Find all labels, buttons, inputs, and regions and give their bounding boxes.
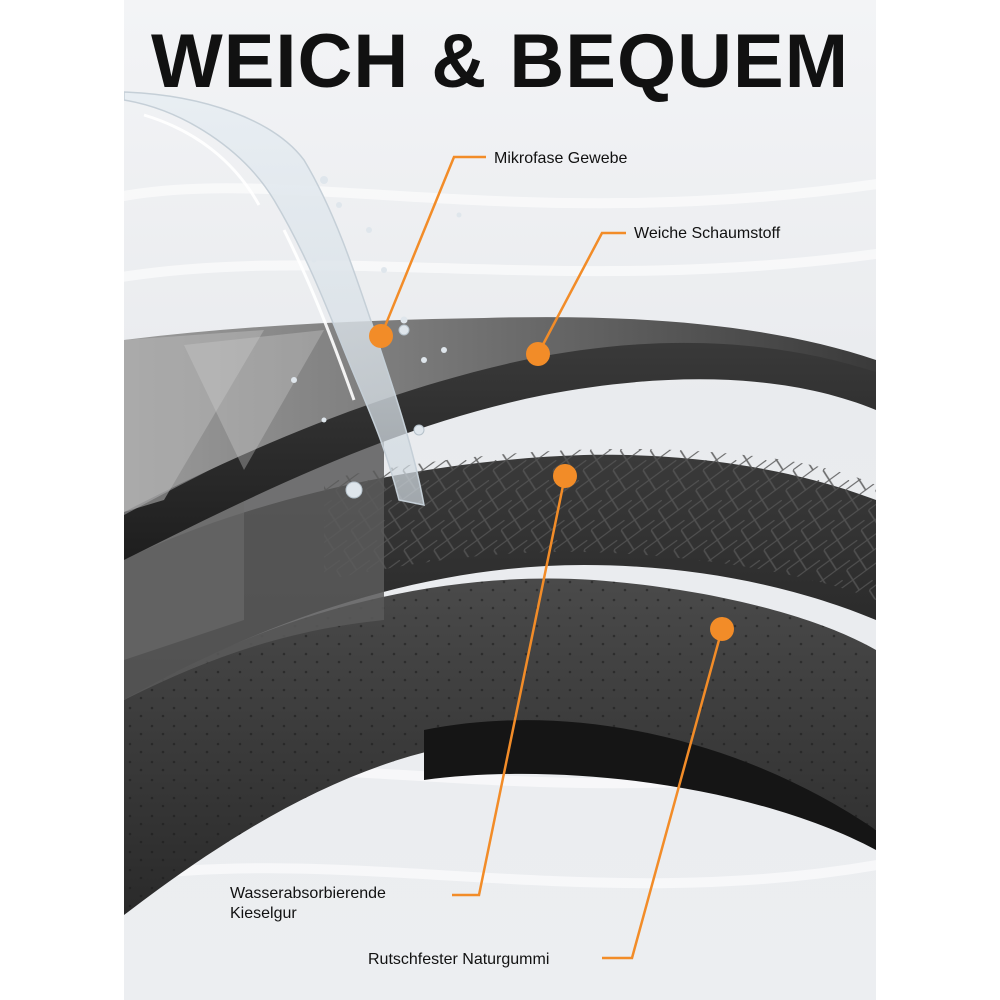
leader-line-schaum [536,231,626,355]
leader-line-mikrofaser [379,155,486,337]
headline: WEICH & BEQUEM [151,19,849,104]
callout-label-gummi: Rutschfester Naturgummi [368,951,550,968]
mat-layers-illustration [124,91,876,960]
callout-label-schaum: Weiche Schaumstoff [634,225,781,242]
leader-line-kieselgur [452,475,567,897]
marker-dot-mikrofaser [369,324,393,348]
leader-line-gummi [602,628,724,960]
callout-label-mikrofaser: Mikrofase Gewebe [494,150,628,167]
callout-label-kieselgur: Wasserabsorbierende Kieselgur [230,885,386,922]
callout-markers [369,324,734,641]
product-image: WEICH & BEQUEM Mikrofase Gewebe Weiche S… [124,0,876,1000]
callout-leaders [379,155,724,960]
microfiber-layer [124,317,876,512]
marker-dot-schaum [526,342,550,366]
foam-layer [124,330,876,560]
water-splash [124,91,462,506]
marker-dot-gummi [710,617,734,641]
marker-dot-kieselgur [553,464,577,488]
